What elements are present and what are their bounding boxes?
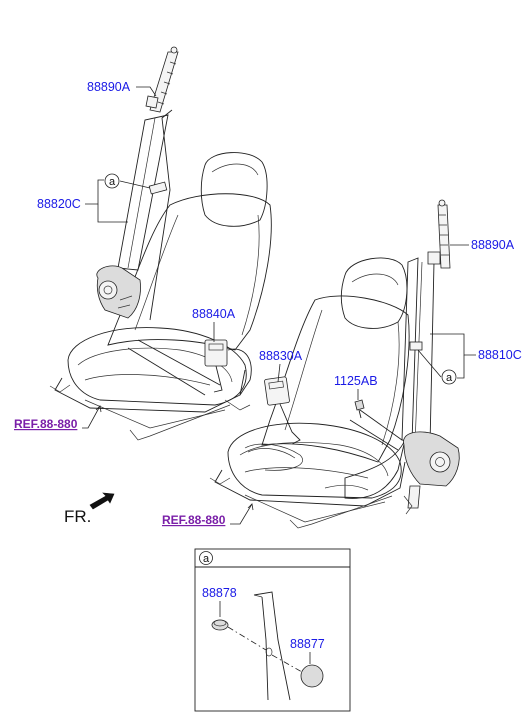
left-height-adjuster: [145, 46, 179, 113]
part-88890A-right: 88890A: [471, 238, 515, 252]
cap-88877: [300, 664, 324, 688]
part-88840A: 88840A: [192, 307, 236, 321]
part-1125AB: 1125AB: [334, 374, 378, 388]
left-buckle: [204, 339, 228, 393]
detail-callout-circle: [199, 551, 213, 565]
part-88820C: 88820C: [37, 197, 81, 211]
right-height-adjuster: [427, 199, 451, 269]
right-retractor: [403, 431, 460, 515]
anchor-bolt: [354, 399, 365, 419]
reference-center[interactable]: REF.88-880: [162, 513, 226, 527]
left-seat-belt-webbing: [117, 109, 221, 396]
right-buckle: [264, 376, 301, 445]
left-seat: [49, 152, 272, 441]
right-seat: [209, 257, 410, 529]
part-88810C: 88810C: [478, 348, 522, 362]
callout-letter-left: a: [109, 176, 116, 188]
detail-box: a 88878 88877: [194, 548, 351, 712]
part-88878: 88878: [202, 586, 237, 600]
reference-left[interactable]: REF.88-880: [14, 417, 78, 431]
callout-circle-left: [104, 173, 120, 189]
part-88830A: 88830A: [259, 349, 303, 363]
part-88890A-left: 88890A: [87, 80, 131, 94]
front-label: FR.: [64, 507, 91, 526]
left-retractor: [96, 265, 141, 319]
front-arrow-icon: [89, 492, 115, 510]
part-88877: 88877: [290, 637, 325, 651]
front-direction-indicator: FR.: [64, 492, 115, 526]
callout-letter-right: a: [446, 372, 453, 384]
detail-callout-letter: a: [203, 553, 210, 565]
callout-circle-right: [441, 369, 457, 385]
